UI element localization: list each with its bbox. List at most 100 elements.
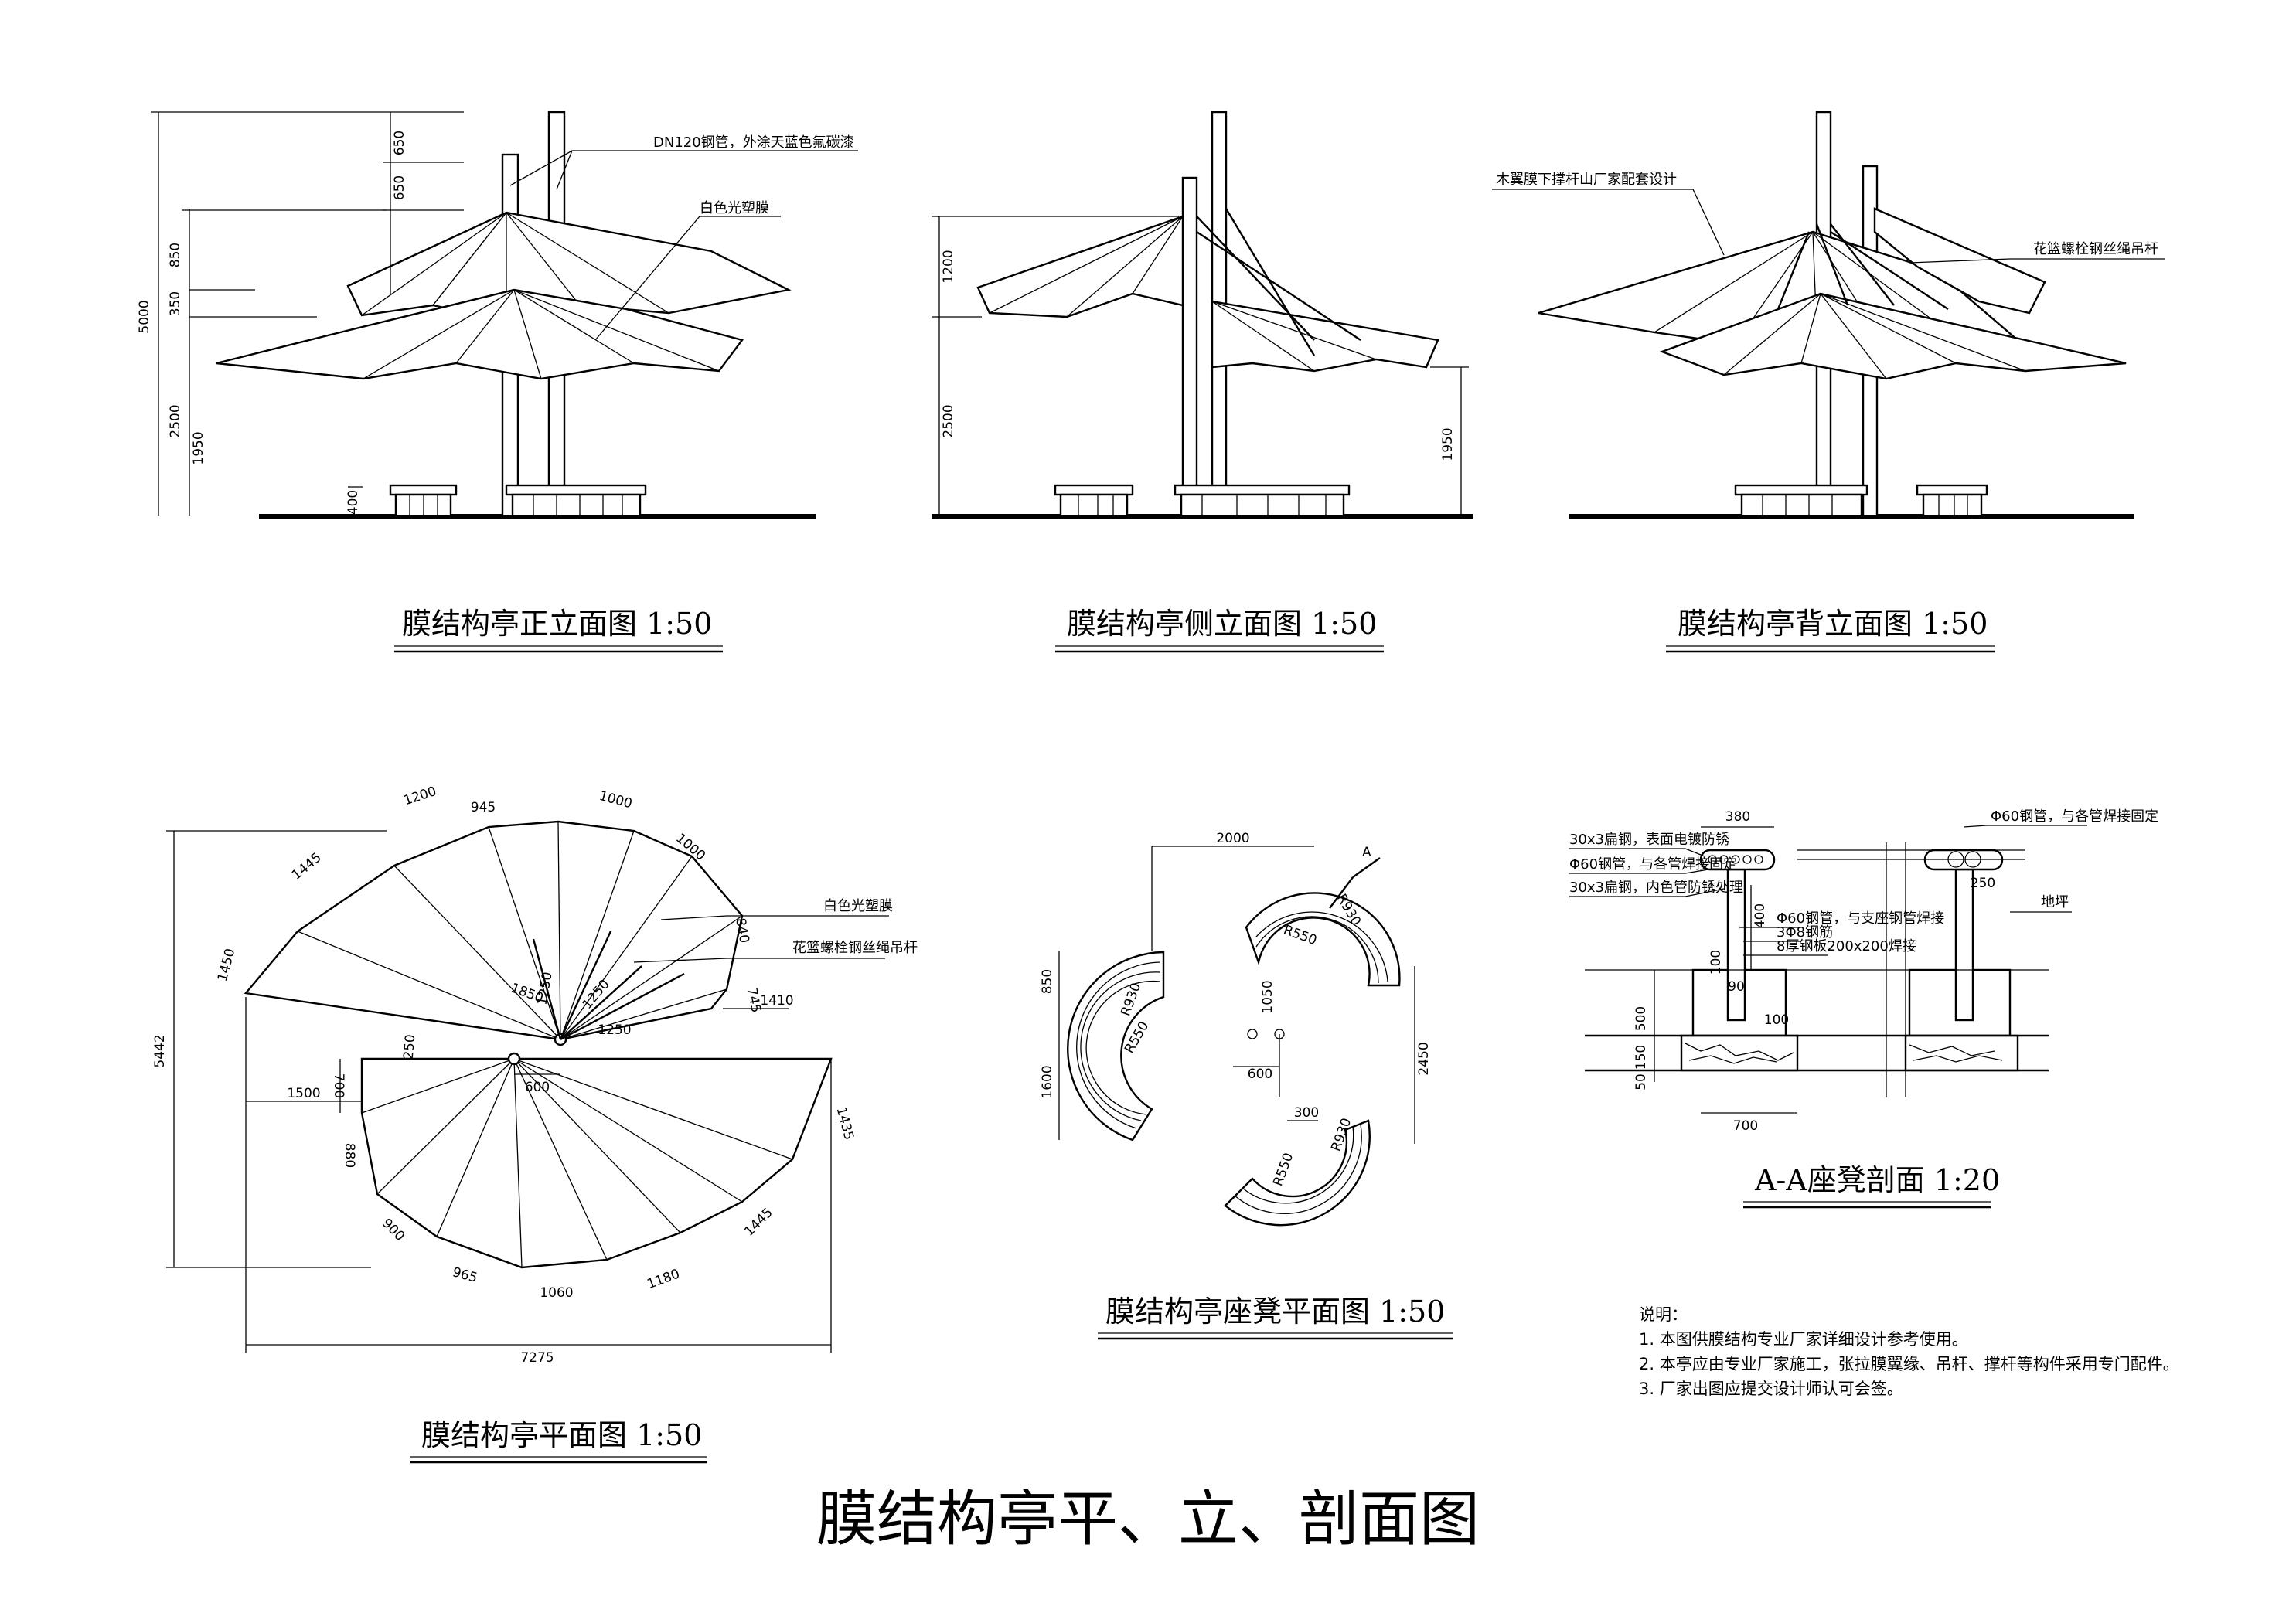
- plan-dim-1410: 1410: [760, 993, 793, 1009]
- explanation-item-1: 1. 本图供膜结构专业厂家详细设计参考使用。: [1639, 1330, 1968, 1349]
- side-dim-1200: 1200: [941, 250, 956, 283]
- front-caption: 膜结构亭正立面图 1:50: [402, 607, 712, 641]
- section-dim-100-a: 100: [1708, 950, 1724, 975]
- section-seat-left: [1699, 849, 1776, 871]
- back-bench-right: [1916, 484, 1988, 518]
- plan-dim-1180: 1180: [646, 1267, 682, 1293]
- plan-dim-1250-c: 1250: [598, 1022, 631, 1038]
- sheet-title: 膜结构亭平、立、剖面图: [816, 1485, 1480, 1554]
- side-bench-left: [1054, 484, 1134, 518]
- bench-plan: 2000 850 1600 1050 600 2450 300 R930 R55…: [1040, 831, 1453, 1340]
- section-note-1: Φ60钢管，与各管焊接固定: [1569, 856, 1737, 873]
- back-caption: 膜结构亭背立面图 1:50: [1678, 607, 1988, 641]
- section-rubble-left: [1680, 1034, 1799, 1072]
- front-dim-350: 350: [168, 291, 183, 316]
- back-lower-membrane: [1659, 292, 2127, 380]
- front-dim-400: 400: [346, 490, 361, 515]
- section-dim-50: 50: [1633, 1073, 1649, 1091]
- plan-note-rod: 花篮螺栓钢丝绳吊杆: [792, 940, 918, 956]
- back-bench-left: [1734, 484, 1868, 518]
- section-dim-250: 250: [1971, 876, 1995, 891]
- plan-dim-1450: 1450: [215, 947, 239, 983]
- side-dim-1950: 1950: [1440, 427, 1456, 461]
- front-bench-right: [505, 484, 647, 518]
- plan-dim-1500: 1500: [287, 1086, 320, 1101]
- section-dim-90: 90: [1728, 979, 1745, 995]
- bench-arc-left: [1067, 951, 1165, 1142]
- section-rubble-right: [1904, 1034, 2019, 1072]
- section-dim-400: 400: [1753, 903, 1768, 928]
- section-note-4: 3Φ8钢筋: [1777, 924, 1833, 941]
- bench-dim-2000: 2000: [1216, 831, 1249, 846]
- bench-dim-850: 850: [1040, 969, 1055, 994]
- section-note-7: 地坪: [2041, 894, 2069, 910]
- section-cut-line: [1329, 876, 1354, 909]
- bench-arc-top: [1245, 892, 1401, 987]
- plan-dim-1200: 1200: [402, 784, 438, 808]
- canopy-plan: 945 1200 1000 1445 1000 840 1450 745 141…: [152, 784, 918, 1464]
- plan-dim-1445: 1445: [289, 850, 325, 883]
- section-note-3: Φ60钢管，与支座钢管焊接: [1777, 910, 1944, 927]
- side-bench-right: [1174, 484, 1351, 518]
- section-post-right: [1954, 868, 1974, 1022]
- bench-dim-1050: 1050: [1260, 980, 1276, 1013]
- plan-dim-1445-b: 1445: [741, 1205, 776, 1240]
- explanation-heading: 说明：: [1639, 1305, 1688, 1324]
- front-elevation: 650 650 850 350 2500 1950 400 5000 DN120…: [137, 111, 858, 653]
- front-bench-left: [389, 484, 458, 518]
- section-dim-100-b: 100: [1764, 1012, 1789, 1028]
- bench-section: 380 400 100 90 100 500 150 50 700 250 30…: [1569, 808, 2158, 1209]
- front-dim-650-top: 650: [392, 131, 407, 155]
- explanation-item-3: 3. 厂家出图应提交设计师认可会签。: [1639, 1380, 1903, 1398]
- front-leader-membrane: [594, 216, 781, 341]
- back-note-rod: 花篮螺栓钢丝绳吊杆: [2033, 241, 2158, 257]
- front-dim-5000: 5000: [137, 300, 152, 333]
- section-note-0: 30x3扁钢，表面电镀防锈: [1569, 832, 1729, 848]
- bench-dim-1600: 1600: [1040, 1065, 1055, 1098]
- plan-dim-7275: 7275: [520, 1350, 554, 1366]
- explanation-item-2: 2. 本亭应由专业厂家施工，张拉膜翼缘、吊杆、撑杆等构件采用专门配件。: [1639, 1355, 2179, 1373]
- side-lower-membrane: [1211, 300, 1439, 373]
- bench-caption: 膜结构亭座凳平面图 1:50: [1105, 1295, 1445, 1329]
- explanation: 说明： 1. 本图供膜结构专业厂家详细设计参考使用。 2. 本亭应由专业厂家施工…: [1639, 1305, 2179, 1398]
- bench-pole-1: [1247, 1029, 1258, 1039]
- side-dim-2500: 2500: [941, 404, 956, 437]
- plan-dim-965: 965: [451, 1264, 479, 1286]
- plan-dim-600: 600: [525, 1080, 550, 1095]
- back-note-strut: 木翼膜下撑杆山厂家配套设计: [1496, 172, 1677, 188]
- plan-leader-membrane: [660, 915, 889, 920]
- front-dim-1950: 1950: [191, 431, 206, 464]
- side-pole-left: [1181, 176, 1198, 518]
- bench-dim-r550-top: R550: [1281, 922, 1318, 948]
- back-leader-rod: [1909, 258, 2165, 264]
- plan-leader-rod: [633, 958, 885, 963]
- side-caption: 膜结构亭侧立面图 1:50: [1067, 607, 1377, 641]
- plan-pole-1: [507, 1052, 521, 1066]
- section-dim-380: 380: [1725, 809, 1750, 825]
- section-mark: A: [1362, 845, 1371, 860]
- bench-dim-300: 300: [1294, 1105, 1319, 1121]
- plan-dim-900: 900: [379, 1216, 407, 1244]
- plan-dim-880: 880: [342, 1143, 357, 1168]
- section-dim-700: 700: [1733, 1118, 1758, 1134]
- back-elevation: 木翼膜下撑杆山厂家配套设计 花篮螺栓钢丝绳吊杆 膜结构亭背立面图 1:50: [1492, 111, 2165, 653]
- front-dim-650: 650: [392, 175, 407, 200]
- section-dim-150: 150: [1633, 1045, 1649, 1070]
- plan-dim-700: 700: [331, 1073, 346, 1098]
- section-dim-500: 500: [1633, 1006, 1649, 1031]
- section-caption: A-A座凳剖面 1:20: [1754, 1163, 2000, 1197]
- section-note-2: 30x3扁钢，内色管防锈处理: [1569, 880, 1743, 896]
- bench-dim-r550-bottom: R550: [1270, 1151, 1296, 1188]
- front-dim-850: 850: [168, 243, 183, 267]
- plan-caption: 膜结构亭平面图 1:50: [421, 1418, 702, 1452]
- front-note-membrane: 白色光塑膜: [700, 200, 769, 216]
- bench-dim-600: 600: [1248, 1067, 1272, 1082]
- plan-dim-1000: 1000: [598, 788, 634, 812]
- front-dim-2500: 2500: [168, 404, 183, 437]
- plan-dim-1060: 1060: [540, 1285, 573, 1301]
- bench-dim-2450: 2450: [1416, 1042, 1432, 1075]
- plan-dim-5442: 5442: [152, 1034, 168, 1067]
- side-elevation: 1200 2500 1950 膜结构亭侧立面图 1:50: [932, 111, 1473, 653]
- plan-note-membrane: 白色光塑膜: [823, 898, 893, 914]
